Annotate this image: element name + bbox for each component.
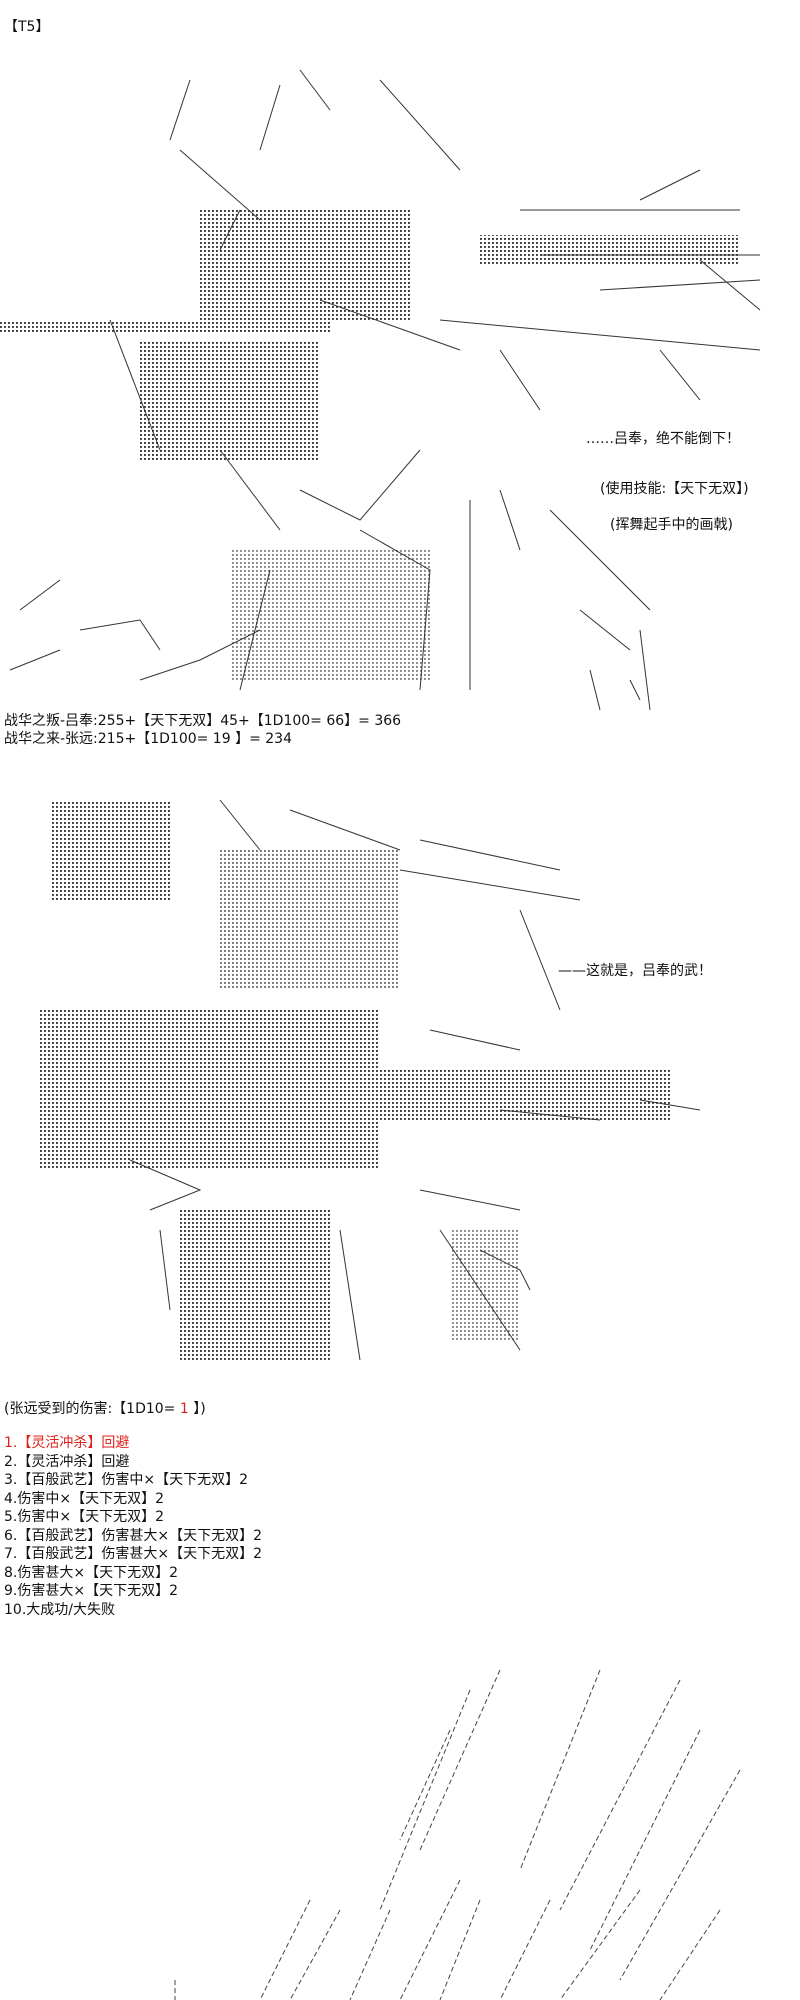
damage-prefix: (张远受到的伤害:【1D10= (4, 1401, 180, 1417)
ascii-art-speed-lines (174, 1669, 741, 2000)
outcome-item: 1.【灵活冲杀】回避 (4, 1435, 130, 1451)
ascii-art-lu-feng-halberd (0, 69, 761, 710)
outcome-item: 10.大成功/大失败 (4, 1601, 115, 1618)
outcome-item: 2.【灵活冲杀】回避 (4, 1453, 130, 1470)
outcome-item: 8.伤害甚大×【天下无双】2 (4, 1564, 178, 1581)
action-note: (挥舞起手中的画戟) (610, 517, 733, 533)
damage-suffix: 】) (188, 1401, 206, 1417)
page-label: 【T5】 (4, 19, 50, 35)
damage-roll-line: (张远受到的伤害:【1D10= 1 】) (4, 1400, 206, 1418)
outcome-item: 4.伤害中×【天下无双】2 (4, 1490, 164, 1507)
damage-roll-value: 1 (179, 1401, 189, 1417)
skill-note: (使用技能:【天下无双】) (600, 481, 749, 497)
zhang-yuan-score: 战华之来-张远:215+【1D100= 19 】= 234 (4, 731, 292, 747)
lu-feng-declaration: ——这就是，吕奉的武！ (558, 963, 712, 979)
lu-feng-dialogue: ……吕奉，绝不能倒下！ (586, 431, 740, 447)
lu-feng-score: 战华之叛-吕奉:255+【天下无双】45+【1D100= 66】= 366 (4, 713, 402, 729)
outcome-item: 6.【百般武艺】伤害甚大×【天下无双】2 (4, 1527, 262, 1544)
outcome-item: 9.伤害甚大×【天下无双】2 (4, 1583, 178, 1599)
outcome-item: 7.【百般武艺】伤害甚大×【天下无双】2 (4, 1546, 262, 1562)
outcome-list: 1.【灵活冲杀】回避 2.【灵活冲杀】回避 3.【百般武艺】伤害中×【天下无双】2 4… (4, 1434, 262, 1619)
outcome-item: 5.伤害中×【天下无双】2 (4, 1509, 164, 1525)
outcome-item: 3.【百般武艺】伤害中×【天下无双】2 (4, 1472, 248, 1488)
ascii-art-lu-feng-strike (40, 799, 701, 1361)
